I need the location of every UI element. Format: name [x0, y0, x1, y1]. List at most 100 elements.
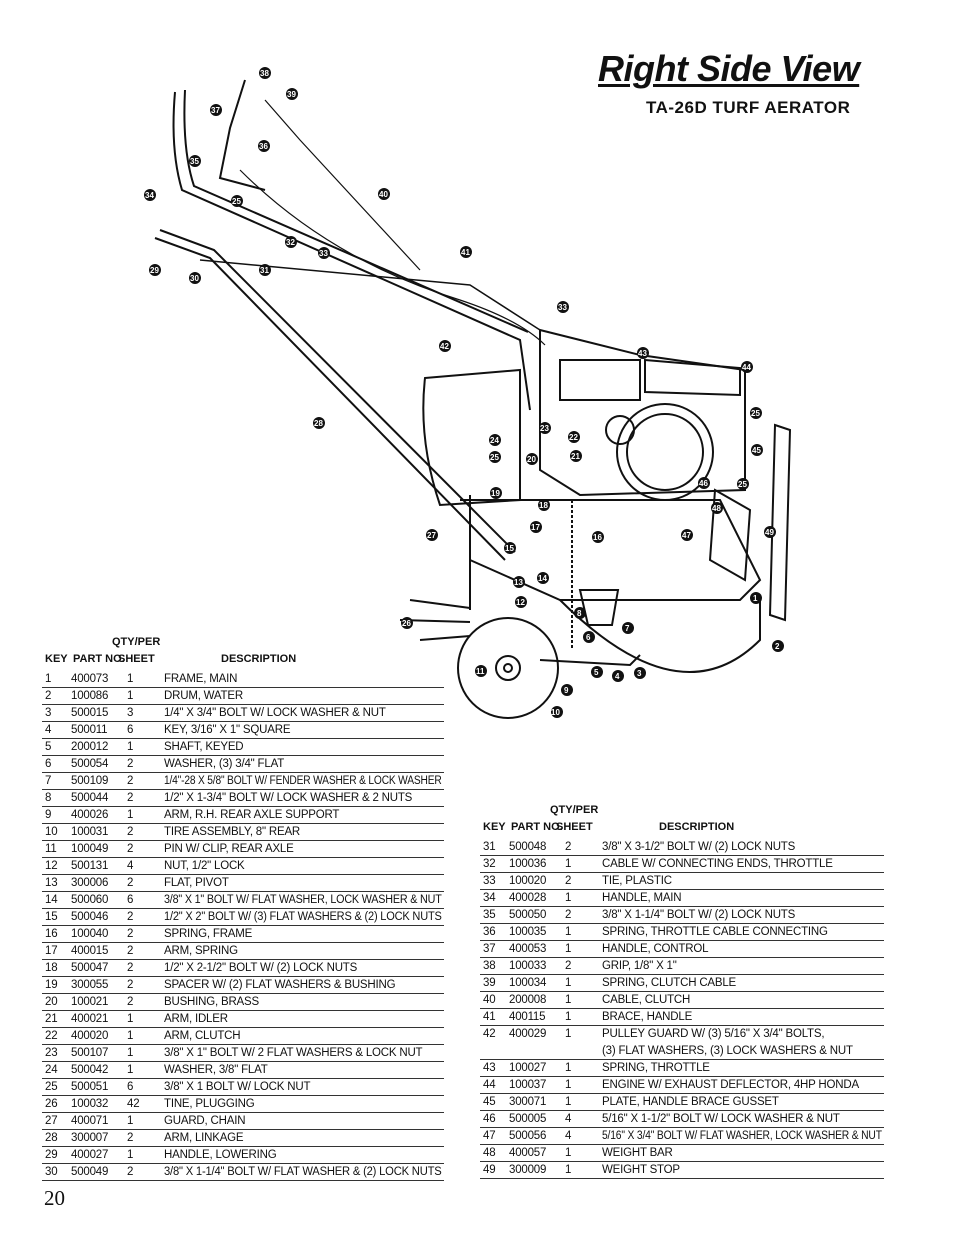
part-description: 3/8" X 1-1/4" BOLT W/ FLAT WASHER & (2) … — [164, 1166, 442, 1178]
callout-label: 14 — [538, 574, 547, 583]
callout-marker — [622, 622, 634, 634]
callout-label: 34 — [145, 191, 154, 200]
part-key: 40 — [483, 994, 496, 1006]
callout-marker — [515, 596, 527, 608]
part-qty: 2 — [127, 877, 134, 889]
callout-label: 2 — [775, 642, 780, 651]
part-qty: 1 — [127, 741, 134, 753]
part-qty: 1 — [565, 977, 572, 989]
part-key: 27 — [45, 1115, 58, 1127]
callout-label: 6 — [586, 633, 591, 642]
callout-marker — [538, 499, 550, 511]
part-qty: 1 — [565, 1028, 572, 1040]
part-key: 30 — [45, 1166, 58, 1178]
part-key: 19 — [45, 979, 58, 991]
model-subtitle: TA-26D TURF AERATOR — [646, 98, 851, 117]
part-key: 32 — [483, 858, 496, 870]
callout-label: 31 — [260, 266, 269, 275]
callout-label: 25 — [738, 480, 747, 489]
callout-marker — [504, 542, 516, 554]
part-number: 300071 — [509, 1096, 547, 1108]
part-description: HANDLE, LOWERING — [164, 1149, 277, 1161]
part-description: SPRING, CLUTCH CABLE — [602, 977, 737, 989]
part-number: 100032 — [71, 1098, 109, 1110]
callout-marker — [189, 155, 201, 167]
part-key: 20 — [45, 996, 58, 1008]
part-qty: 1 — [565, 858, 572, 870]
part-number: 400027 — [71, 1149, 109, 1161]
callout-marker — [764, 526, 776, 538]
part-description: ARM, SPRING — [164, 945, 238, 957]
part-qty: 1 — [127, 1013, 134, 1025]
callout-marker — [378, 188, 390, 200]
callout-marker — [711, 502, 723, 514]
part-qty: 2 — [565, 875, 572, 887]
callout-marker — [551, 706, 563, 718]
part-qty: 2 — [127, 911, 134, 923]
part-key: 18 — [45, 962, 58, 974]
part-key: 13 — [45, 877, 58, 889]
callout-label: 5 — [594, 668, 599, 677]
part-number: 100027 — [509, 1062, 547, 1074]
part-description: 1/2" X 1-3/4" BOLT W/ LOCK WASHER & 2 NU… — [164, 792, 413, 804]
callout-marker — [318, 247, 330, 259]
part-qty: 2 — [127, 826, 134, 838]
part-number: 400026 — [71, 809, 109, 821]
callout-label: 11 — [476, 667, 485, 676]
part-key: 7 — [45, 775, 52, 787]
part-key: 12 — [45, 860, 58, 872]
part-description: WEIGHT BAR — [602, 1147, 673, 1159]
part-key: 16 — [45, 928, 58, 940]
part-key: 33 — [483, 875, 496, 887]
callout-marker — [591, 666, 603, 678]
callout-marker — [698, 477, 710, 489]
part-qty: 1 — [127, 690, 134, 702]
part-number: 400028 — [509, 892, 547, 904]
callout-label: 7 — [625, 624, 630, 633]
callout-marker — [439, 340, 451, 352]
part-description: 3/8" X 1" BOLT W/ 2 FLAT WASHERS & LOCK … — [164, 1047, 423, 1059]
part-key: 9 — [45, 809, 52, 821]
callout-label: 44 — [742, 363, 751, 372]
part-number: 300006 — [71, 877, 109, 889]
callout-label: 18 — [539, 501, 548, 510]
part-qty: 6 — [127, 724, 134, 736]
part-qty: 2 — [127, 928, 134, 940]
part-qty: 2 — [127, 979, 134, 991]
part-number: 100034 — [509, 977, 547, 989]
sheet-header: SHEET — [556, 821, 593, 833]
part-number: 300055 — [71, 979, 109, 991]
part-no-header: PART NO. — [511, 821, 563, 833]
part-number: 500011 — [71, 724, 108, 736]
part-number: 500015 — [71, 707, 109, 719]
part-key: 49 — [483, 1164, 496, 1176]
callout-label: 35 — [190, 157, 199, 166]
callout-marker — [772, 640, 784, 652]
part-qty: 1 — [565, 1096, 572, 1108]
part-qty: 2 — [565, 909, 572, 921]
part-description: 5/16" X 1-1/2" BOLT W/ LOCK WASHER & NUT — [602, 1113, 840, 1125]
part-key: 31 — [483, 841, 496, 853]
part-number: 400073 — [71, 673, 109, 685]
part-qty: 1 — [127, 1030, 134, 1042]
callout-label: 30 — [190, 274, 199, 283]
callout-label: 45 — [752, 446, 761, 455]
callout-label: 13 — [514, 578, 523, 587]
part-number: 400020 — [71, 1030, 109, 1042]
part-key: 21 — [45, 1013, 58, 1025]
callout-marker — [574, 607, 586, 619]
part-number: 500046 — [71, 911, 109, 923]
callout-label: 25 — [751, 409, 760, 418]
part-key: 14 — [45, 894, 58, 906]
